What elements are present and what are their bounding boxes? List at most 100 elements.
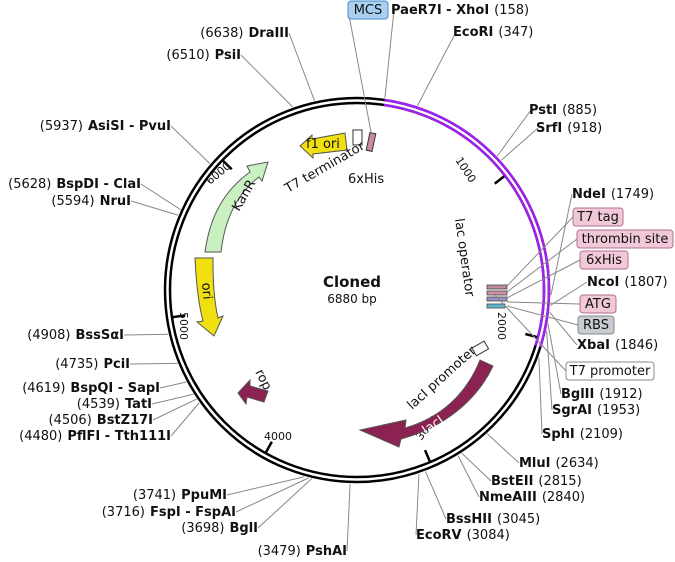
restriction-site-label: (3716) FspI - FspAI xyxy=(102,505,236,520)
site-leader-line xyxy=(457,455,480,498)
site-leader-line xyxy=(461,452,492,482)
site-leader-line xyxy=(425,471,447,520)
site-leader-line xyxy=(226,476,305,496)
site-name: PshAI xyxy=(306,544,347,559)
site-name: EcoRV xyxy=(416,528,462,543)
restriction-site-label: (4480)PflFI - Tth111I xyxy=(19,429,171,444)
site-name: MluI xyxy=(519,456,550,471)
site-name: EcoRI xyxy=(453,25,493,40)
restriction-sites: PaeR7I - XhoI(158) EcoRI (347) PstI(885) Srf… xyxy=(8,3,667,559)
site-leader-lines xyxy=(123,9,588,552)
restriction-site-label: (3698) BglI xyxy=(181,521,258,536)
f1-ori-arrow xyxy=(299,132,348,160)
site-position: (4908) xyxy=(27,328,70,343)
site-name: XbaI xyxy=(577,338,610,353)
scale-tick-label: 2000 xyxy=(495,312,508,340)
site-name: PciI xyxy=(103,357,130,372)
site-position: (1912) xyxy=(599,387,642,402)
site-name: AsiSI - PvuI xyxy=(88,119,171,134)
site-leader-line xyxy=(417,31,457,106)
site-position: (2109) xyxy=(580,427,623,442)
t7-terminator-marker xyxy=(352,129,363,146)
site-position: (1807) xyxy=(624,275,667,290)
feature-tag-leader xyxy=(506,259,581,299)
site-position: (1846) xyxy=(615,338,658,353)
restriction-site-label: MluI(2634) xyxy=(519,456,599,471)
site-leader-line xyxy=(170,402,200,437)
site-leader-line xyxy=(235,477,309,513)
restriction-site-label: PstI(885) xyxy=(529,103,597,118)
scale-tick xyxy=(493,175,505,185)
site-position: (1749) xyxy=(611,187,654,202)
site-leader-line xyxy=(123,333,169,336)
inner-his6-label: 6xHis xyxy=(348,172,384,187)
restriction-site-label: (4619)BspQI - SapI xyxy=(22,381,160,396)
feature-tag-label: 6xHis xyxy=(586,253,622,268)
restriction-site-label: BssHII(3045) xyxy=(446,512,540,527)
site-leader-line xyxy=(140,183,181,211)
rop-arrow xyxy=(237,378,269,406)
restriction-site-label: (3479) PshAI xyxy=(258,544,347,559)
site-position: (3698) xyxy=(181,521,224,536)
site-leader-line xyxy=(486,433,520,464)
site-name: SphI xyxy=(542,427,575,442)
laci-promoter-label: lacI promoter xyxy=(405,343,480,413)
site-name: TatI xyxy=(125,397,152,412)
restriction-site-label: (6510)PsiI xyxy=(166,48,241,63)
feature-tag-leader xyxy=(506,216,574,287)
restriction-site-label: (3741)PpuMI xyxy=(133,488,227,503)
ori-label: ori xyxy=(198,282,214,300)
site-position: (2840) xyxy=(542,490,585,505)
site-position: (6638) xyxy=(200,26,243,41)
restriction-site-label: (4539) TatI xyxy=(77,397,152,412)
site-position: (3045) xyxy=(497,512,540,527)
feature-tag-label: T7 tag xyxy=(576,210,619,225)
restriction-site-label: (5628)BspDI - ClaI xyxy=(8,177,141,192)
site-name: BglII xyxy=(561,387,594,402)
site-leader-line xyxy=(240,54,294,108)
feature-tag-leader xyxy=(494,294,567,372)
restriction-site-label: PaeR7I - XhoI(158) xyxy=(391,3,529,18)
site-name: BstEII xyxy=(491,474,533,489)
site-leader-line xyxy=(129,362,178,365)
feature-tag-leader xyxy=(506,238,578,293)
scale-tick-label: 1000 xyxy=(452,155,478,186)
site-position: (3479) xyxy=(258,544,301,559)
kanr-arrow xyxy=(204,161,269,253)
insert-region-inner-arc xyxy=(383,103,546,346)
restriction-site-label: (5937) AsiSI - PvuI xyxy=(40,119,171,134)
site-leader-line xyxy=(546,330,553,411)
restriction-site-label: XbaI (1846) xyxy=(577,338,658,353)
scale-tick xyxy=(222,160,233,171)
site-position: (5937) xyxy=(40,119,83,134)
site-position: (4735) xyxy=(55,357,98,372)
site-name: BglI xyxy=(229,521,258,536)
feature-tag-leader xyxy=(347,9,372,133)
restriction-site-label: SphI (2109) xyxy=(542,427,623,442)
site-position: (4539) xyxy=(77,397,120,412)
scale-tick xyxy=(525,332,538,339)
site-leader-line xyxy=(152,398,197,421)
site-position: (4506) xyxy=(49,413,92,428)
feature-tag-box xyxy=(572,207,624,227)
restriction-site-label: SrfI(918) xyxy=(536,121,602,136)
feature-tag-box xyxy=(579,294,617,314)
site-name: FspI - FspAI xyxy=(150,505,236,520)
feature-tag-label: thrombin site xyxy=(582,232,669,247)
site-position: (3716) xyxy=(102,505,145,520)
insert-region-outer-arc xyxy=(384,98,551,348)
site-name: NmeAIII xyxy=(479,490,537,505)
site-name: SgrAI xyxy=(552,403,592,418)
site-position: (347) xyxy=(498,25,533,40)
site-leader-line xyxy=(550,281,588,306)
restriction-site-label: (4908)BssSαI xyxy=(27,328,124,343)
plasmid-name: Cloned xyxy=(323,273,381,291)
site-name: BspQI - SapI xyxy=(70,381,160,396)
site-name: PsiI xyxy=(215,48,241,63)
restriction-site-label: EcoRI (347) xyxy=(453,25,533,40)
site-leader-line xyxy=(288,32,315,101)
f1-ori-label: f1 ori xyxy=(306,137,340,152)
site-name: PstI xyxy=(529,103,557,118)
